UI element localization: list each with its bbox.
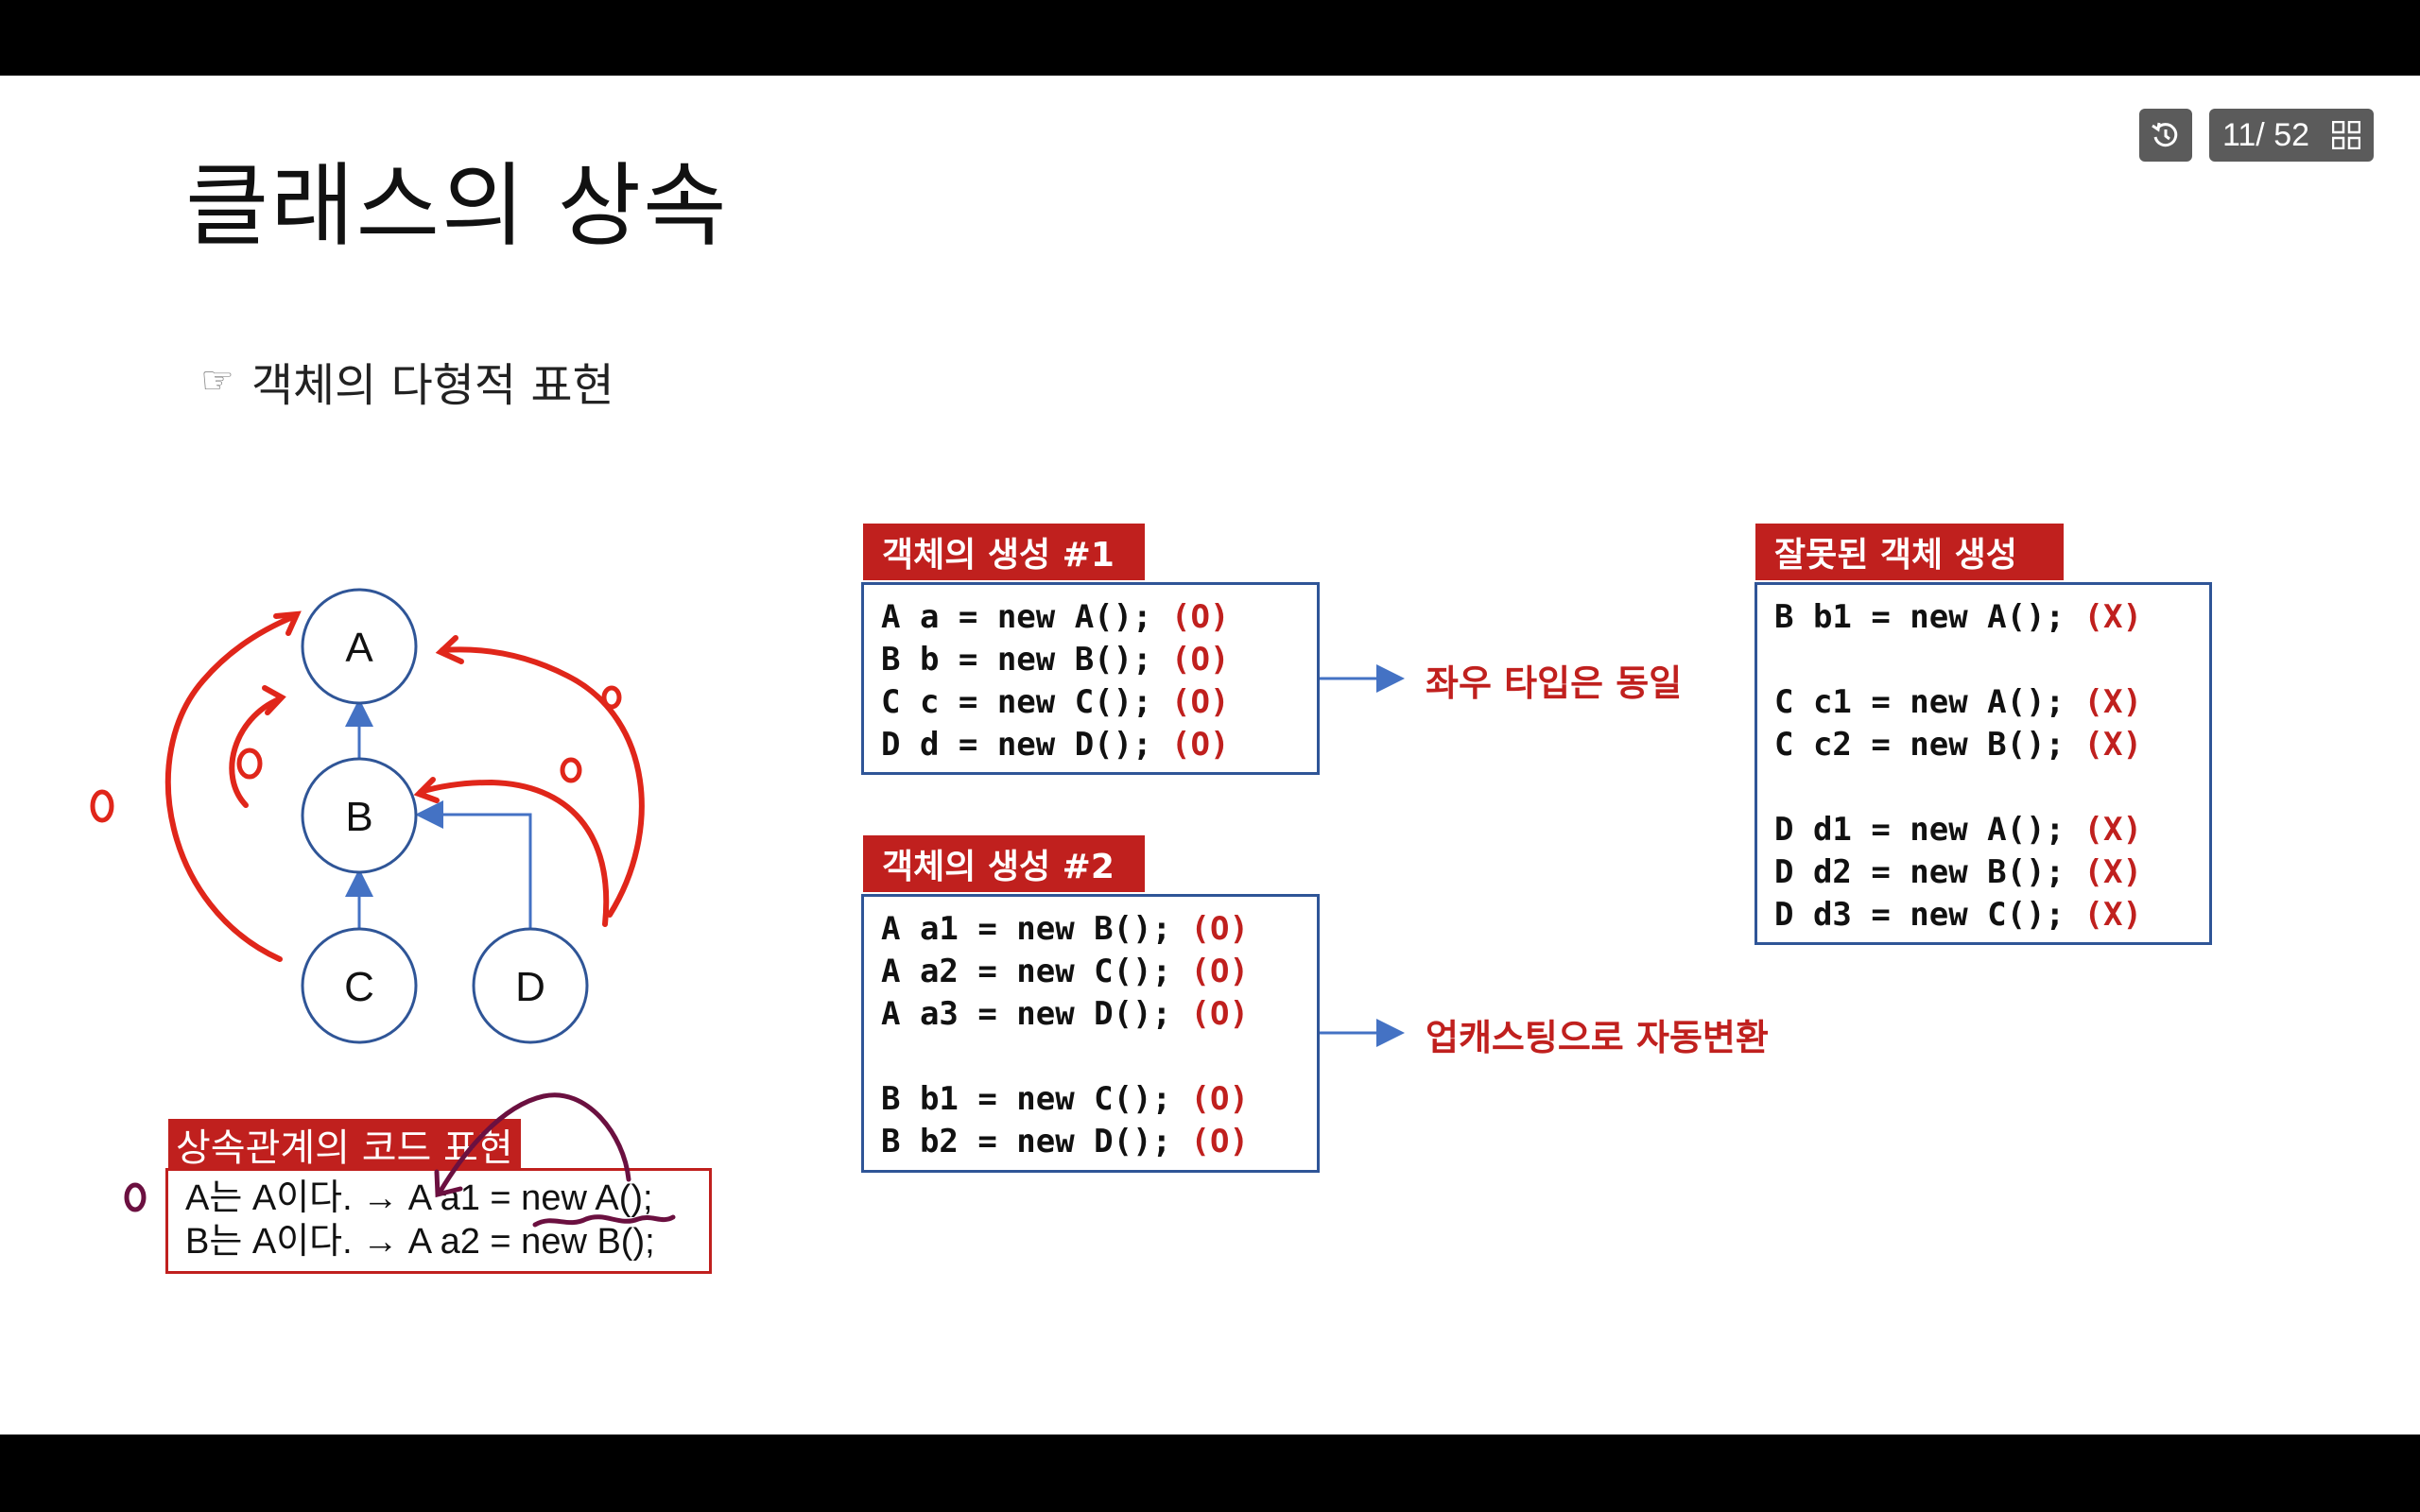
code-line: D d1 = new A(); (X) (1774, 811, 2142, 849)
code-line: B b1 = new C(); (O) (881, 1080, 1249, 1118)
code-line: D d3 = new C(); (X) (1774, 896, 2142, 934)
inheritance-code-box: A는 A이다. → A a1 = new A(); B는 A이다. → A a2… (165, 1168, 712, 1274)
inheritance-header: 상속관계의 코드 표현 (168, 1119, 521, 1170)
svg-text:A: A (345, 625, 373, 671)
code-line (1774, 766, 2209, 809)
reset-icon (2152, 122, 2178, 147)
code-line: B b1 = new A(); (X) (1774, 598, 2142, 636)
top-letterbox (0, 0, 2420, 76)
code-line: A a3 = new D(); (O) (881, 995, 1249, 1033)
creation1-header: 객체의 생성 #1 (863, 524, 1145, 580)
creation2-code-box: A a1 = new B(); (O) A a2 = new C(); (O) … (861, 894, 1320, 1173)
inheritance-line-2: B는 A이다. → A a2 = new B(); (185, 1222, 655, 1262)
svg-text:B: B (345, 794, 372, 840)
code-line: C c1 = new A(); (X) (1774, 683, 2142, 721)
code-line: D d = new D(); (O) (881, 726, 1230, 764)
edge-d-to-b (415, 800, 532, 928)
code-line (1774, 639, 2209, 681)
wrong-creation-header: 잘못된 객체 생성 (1755, 524, 2064, 580)
slide-subtitle: ☞ 객체의 다형적 표현 (200, 348, 614, 414)
wrong-creation-code-box: B b1 = new A(); (X) C c1 = new A(); (X) … (1754, 582, 2212, 945)
reset-button[interactable] (2139, 109, 2192, 162)
class-node-a: A (301, 588, 418, 705)
creation2-header: 객체의 생성 #2 (863, 835, 1145, 892)
page-indicator[interactable]: 11/ 52 (2209, 109, 2374, 162)
svg-text:C: C (344, 964, 374, 1010)
creation1-code-box: A a = new A(); (O) B b = new B(); (O) C … (861, 582, 1320, 775)
code-line: C c = new C(); (O) (881, 683, 1230, 721)
code-line: A a2 = new C(); (O) (881, 953, 1249, 990)
pointing-hand-icon: ☞ (200, 359, 234, 403)
code-line: B b = new B(); (O) (881, 641, 1230, 679)
upcasting-note: 업캐스팅으로 자동변환 (1426, 1017, 1769, 1058)
code-line: A a = new A(); (O) (881, 598, 1230, 636)
class-node-d: D (472, 927, 589, 1044)
code-line: D d2 = new B(); (X) (1774, 853, 2142, 891)
code-line: A a1 = new B(); (O) (881, 910, 1249, 948)
subtitle-text: 객체의 다형적 표현 (251, 359, 614, 412)
inheritance-line-1: A는 A이다. → A a1 = new A(); (185, 1178, 653, 1218)
code-line: B b2 = new D(); (O) (881, 1123, 1249, 1160)
bottom-letterbox (0, 1435, 2420, 1512)
grid-view-icon[interactable] (2332, 121, 2360, 149)
page-number: 11/ 52 (2222, 116, 2310, 153)
class-node-b: B (301, 757, 418, 874)
code-line: C c2 = new B(); (X) (1774, 726, 2142, 764)
class-node-c: C (301, 927, 418, 1044)
same-type-note: 좌우 타입은 동일 (1426, 662, 1683, 704)
svg-text:D: D (515, 964, 545, 1010)
slide-title: 클래스의 상속 (185, 153, 729, 259)
code-line (881, 1036, 1317, 1078)
